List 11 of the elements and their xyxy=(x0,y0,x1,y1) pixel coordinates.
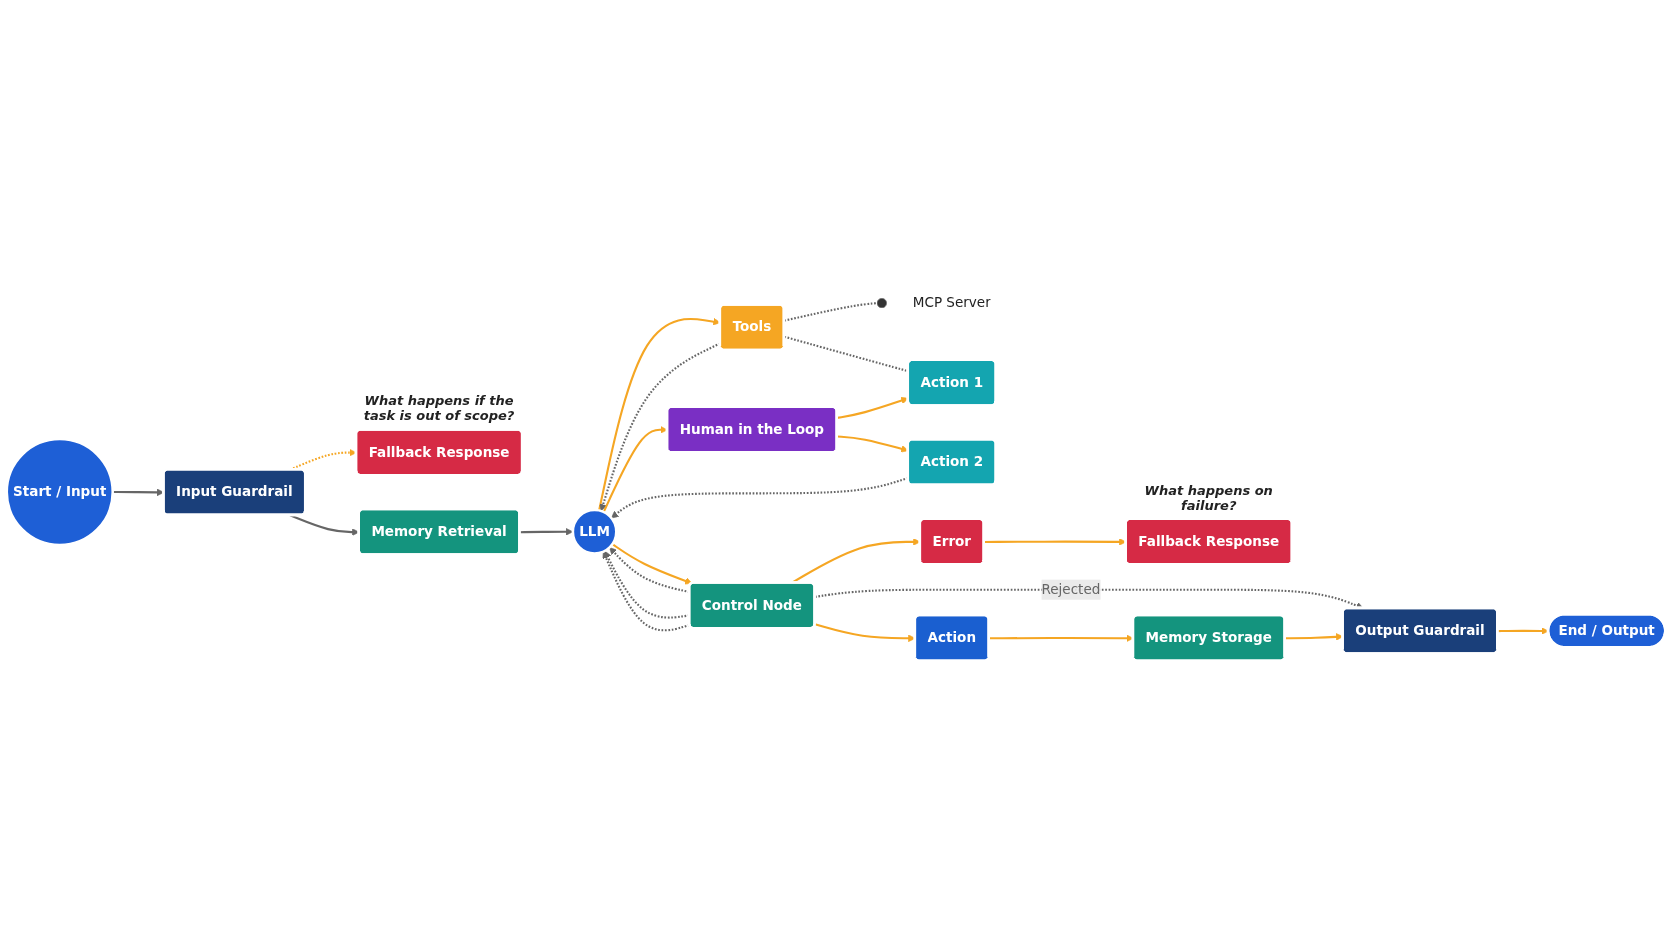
connector xyxy=(784,298,888,322)
annotation-note: What happens on failure? xyxy=(1143,482,1274,513)
arrow xyxy=(519,528,574,536)
node-circle: Start / Input xyxy=(5,437,114,547)
arrow xyxy=(611,543,693,585)
arrow xyxy=(602,426,668,513)
node-circle: LLM xyxy=(571,508,618,555)
node-text: MCP Server xyxy=(912,294,991,311)
annotation-note: What happens if the task is out of scope? xyxy=(362,393,516,424)
edge-label: Rejected xyxy=(1041,581,1101,598)
arrow xyxy=(1497,627,1549,635)
